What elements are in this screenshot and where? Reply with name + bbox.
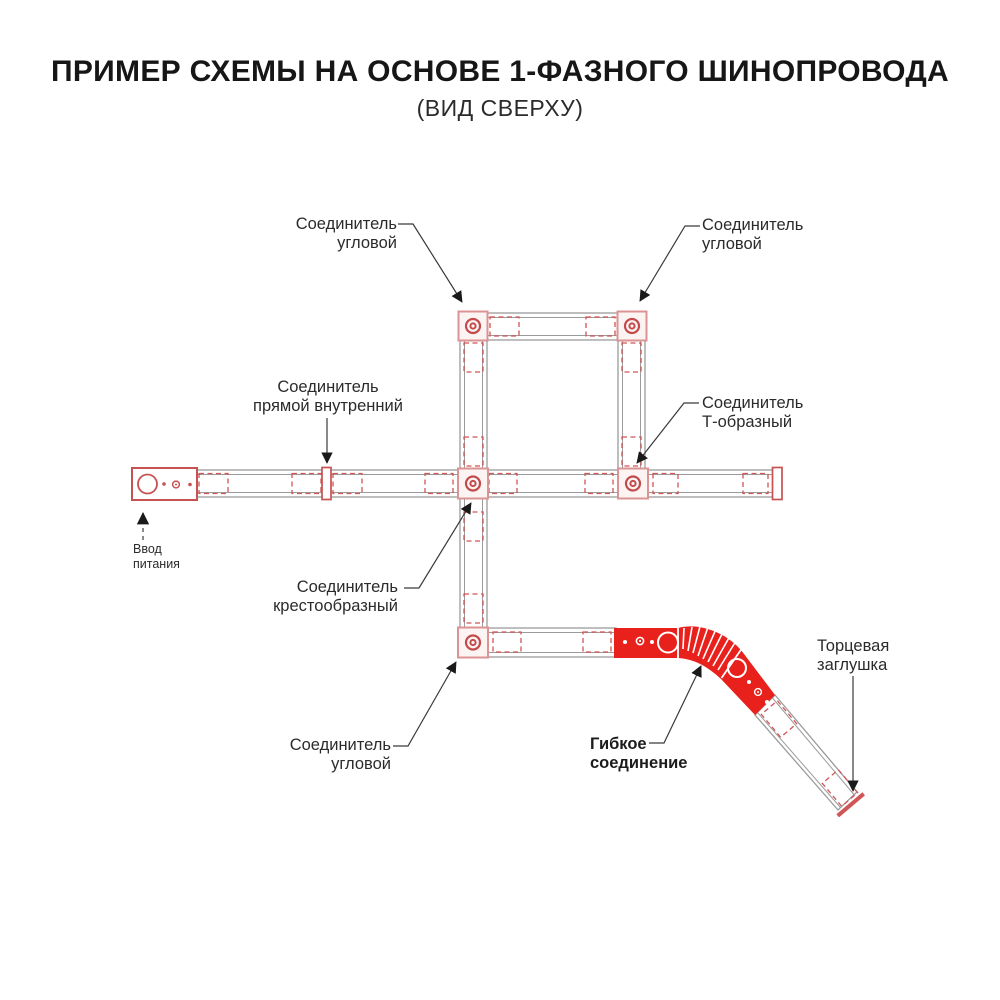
label-text: Ввод xyxy=(133,542,163,556)
label-text: Соединитель xyxy=(297,578,398,596)
callout-labels: Соединитель угловой Соединитель угловой … xyxy=(133,215,889,773)
label-power-input: Ввод питания xyxy=(133,542,180,571)
end-cap-main-track xyxy=(771,466,783,501)
corner-connector-bottom xyxy=(457,626,489,659)
label-text: Соединитель xyxy=(702,394,803,412)
label-text: крестообразный xyxy=(273,597,398,615)
straight-internal-connector xyxy=(321,466,332,501)
label-text: соединение xyxy=(590,754,687,772)
label-text: угловой xyxy=(702,235,762,253)
label-corner-connector-top-right: Соединитель угловой xyxy=(702,216,803,253)
label-flexible-connector: Гибкое соединение xyxy=(590,735,687,772)
label-corner-connector-bottom: Соединитель угловой xyxy=(290,736,391,773)
label-text: Торцевая xyxy=(817,637,889,655)
leader-flexible xyxy=(649,665,702,744)
label-text: Соединитель xyxy=(296,215,397,233)
corner-connector-top-left xyxy=(457,310,489,342)
leader-tee xyxy=(636,402,699,464)
leader-corner-tl xyxy=(398,223,463,303)
leader-corner-tr xyxy=(639,225,700,302)
label-text: Соединитель xyxy=(702,216,803,234)
mount-dashed-markers xyxy=(198,316,859,808)
label-text: Т-образный xyxy=(702,413,792,431)
label-text: угловой xyxy=(331,755,391,773)
busbar-diagonal-tail xyxy=(754,694,858,811)
label-text: Соединитель xyxy=(290,736,391,754)
label-tee-connector: Соединитель Т-образный xyxy=(702,394,803,431)
flexible-connector xyxy=(614,626,775,715)
power-input-unit xyxy=(131,467,198,501)
label-text: заглушка xyxy=(817,656,888,674)
page-title: ПРИМЕР СХЕМЫ НА ОСНОВЕ 1-ФАЗНОГО ШИНОПРО… xyxy=(51,55,949,88)
page-subtitle: (ВИД СВЕРХУ) xyxy=(417,95,584,121)
label-text: Гибкое xyxy=(590,735,647,753)
tee-connector xyxy=(617,467,649,500)
label-text: прямой внутренний xyxy=(253,397,403,415)
label-end-cap: Торцевая заглушка xyxy=(817,637,889,674)
leader-corner-bottom xyxy=(393,661,457,747)
leader-lines xyxy=(136,223,859,792)
leader-cross xyxy=(404,502,472,589)
label-straight-internal-connector: Соединитель прямой внутренний xyxy=(253,378,403,415)
connectors xyxy=(321,310,783,659)
label-corner-connector-top-left: Соединитель угловой xyxy=(296,215,397,252)
corner-connector-top-right xyxy=(616,310,648,342)
cross-connector xyxy=(457,467,489,500)
label-cross-connector: Соединитель крестообразный xyxy=(273,578,398,615)
label-text: Соединитель xyxy=(277,378,378,396)
label-text: угловой xyxy=(337,234,397,252)
label-text: питания xyxy=(133,557,180,571)
end-cap-diagonal xyxy=(836,792,865,818)
